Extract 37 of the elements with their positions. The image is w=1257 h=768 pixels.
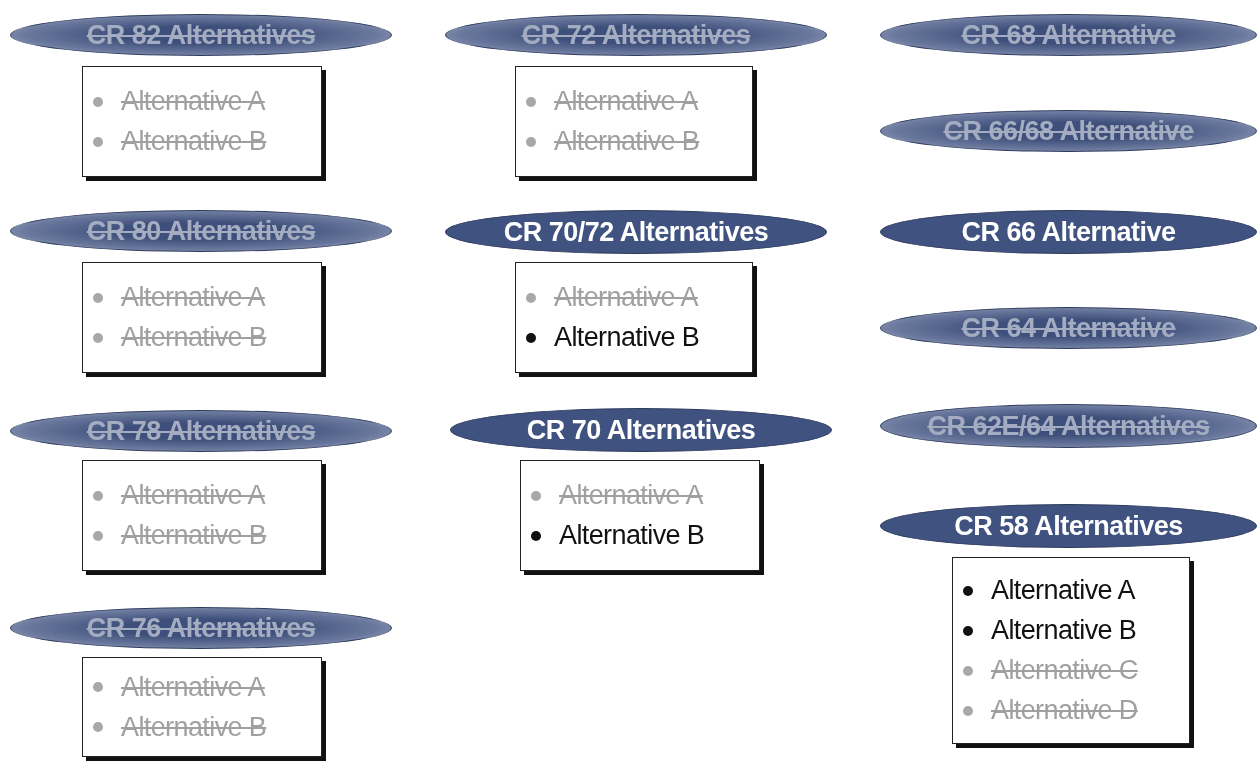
list-item: Alternative B	[991, 615, 1137, 646]
ellipse-title: CR 66 Alternative	[961, 216, 1176, 248]
list-item: Alternative B	[121, 322, 267, 353]
list-item: Alternative C	[991, 655, 1138, 686]
list-item: Alternative B	[559, 520, 705, 551]
ellipse-title: CR 78 Alternatives	[86, 415, 316, 447]
list-item: Alternative A	[121, 282, 265, 313]
title-ellipse	[880, 307, 1257, 349]
list-item: Alternative B	[121, 711, 267, 743]
title-ellipse	[880, 504, 1257, 548]
ellipse-title: CR 68 Alternative	[961, 19, 1176, 51]
title-ellipse	[880, 110, 1257, 152]
ellipse-title: CR 80 Alternatives	[86, 215, 316, 247]
ellipse-title: CR 64 Alternative	[961, 312, 1176, 344]
list-item: Alternative A	[121, 86, 265, 117]
list-item: Alternative D	[991, 695, 1138, 726]
list-item: Alternative A	[121, 671, 265, 703]
list-item: Alternative B	[121, 520, 267, 551]
ellipse-title: CR 70 Alternatives	[526, 414, 756, 446]
ellipse-title: CR 76 Alternatives	[86, 612, 316, 644]
ellipse-title: CR 62E/64 Alternatives	[927, 410, 1210, 442]
title-ellipse	[880, 210, 1257, 254]
list-item: Alternative A	[559, 480, 703, 511]
list-item: Alternative A	[991, 575, 1135, 606]
ellipse-title: CR 58 Alternatives	[954, 510, 1183, 542]
list-item: Alternative B	[121, 126, 267, 157]
ellipse-title: CR 66/68 Alternative	[943, 115, 1194, 147]
ellipse-title: CR 70/72 Alternatives	[503, 216, 769, 248]
ellipse-title: CR 72 Alternatives	[521, 19, 751, 51]
list-item: Alternative A	[554, 282, 698, 313]
list-item: Alternative A	[554, 86, 698, 117]
list-item: Alternative A	[121, 480, 265, 511]
title-ellipse	[880, 404, 1257, 448]
list-item: Alternative B	[554, 126, 700, 157]
ellipse-title: CR 82 Alternatives	[86, 19, 316, 51]
list-item: Alternative B	[554, 322, 700, 353]
title-ellipse	[880, 14, 1257, 56]
